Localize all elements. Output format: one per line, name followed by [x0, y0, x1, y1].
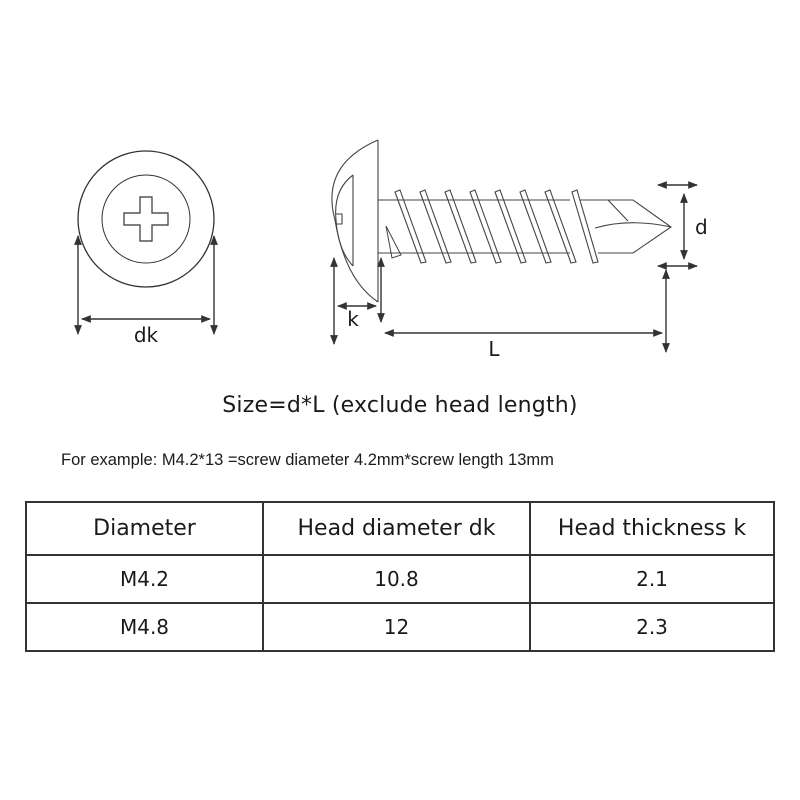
l-dimension [384, 269, 670, 353]
table-row: M4.8 12 2.3 [25, 602, 775, 652]
d-dimension [657, 181, 698, 270]
front-view-head [77, 150, 215, 288]
cell-head-thickness: 2.1 [529, 554, 775, 604]
head-outer-circle [77, 150, 215, 288]
header-head-thickness: Head thickness k [529, 501, 775, 556]
size-formula-caption: Size=d*L (exclude head length) [222, 393, 578, 418]
cell-head-diameter: 12 [262, 602, 531, 652]
table-row: M4.2 10.8 2.1 [25, 554, 775, 604]
dk-dimension [74, 235, 218, 335]
spec-table: Diameter Head diameter dk Head thickness… [25, 501, 775, 652]
head-slot [336, 213, 343, 225]
dk-label: dk [134, 323, 159, 347]
example-caption: For example: M4.2*13 =screw diameter 4.2… [61, 451, 554, 469]
header-head-diameter: Head diameter dk [262, 501, 531, 556]
cell-diameter: M4.2 [25, 554, 264, 604]
drill-tip [580, 199, 672, 254]
threads [394, 189, 599, 264]
k-dimension [330, 257, 385, 345]
cell-head-thickness: 2.3 [529, 602, 775, 652]
header-diameter: Diameter [25, 501, 264, 556]
d-label: d [695, 215, 708, 239]
side-view-screw [331, 139, 672, 303]
cell-head-diameter: 10.8 [262, 554, 531, 604]
head-inner-arc [335, 174, 354, 267]
cell-diameter: M4.8 [25, 602, 264, 652]
table-header-row: Diameter Head diameter dk Head thickness… [25, 501, 775, 556]
head-outer-arc [331, 139, 379, 303]
screw-dimension-diagram: dk d [74, 139, 708, 361]
head-inner-circle [101, 174, 191, 264]
k-label: k [347, 307, 359, 331]
phillips-cross-icon [123, 196, 169, 242]
l-label: L [488, 337, 500, 361]
